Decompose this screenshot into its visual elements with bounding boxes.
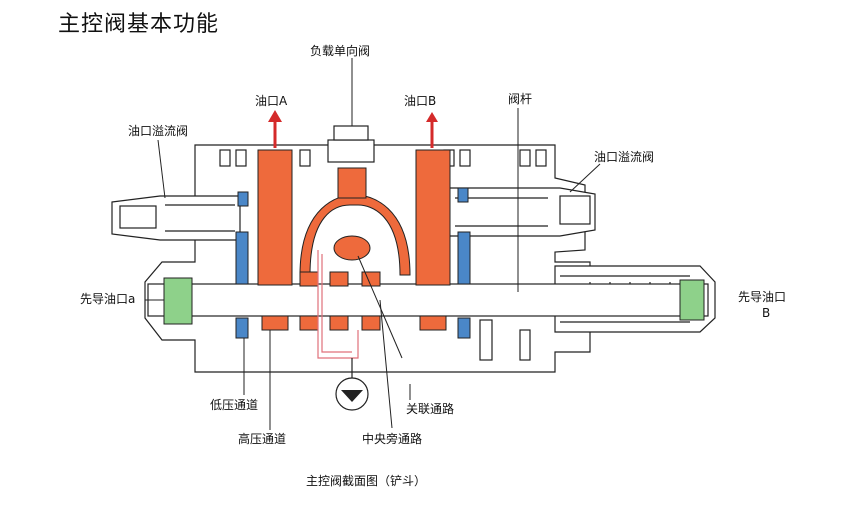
high-pressure-port-b <box>415 149 451 286</box>
label-center-bypass: 中央旁通路 <box>362 432 423 446</box>
label-pilot-b-line1: 先导油口 <box>738 290 787 304</box>
low-pressure-right <box>457 231 471 285</box>
relief-valve-left <box>111 195 241 241</box>
pilot-chamber-a <box>163 277 193 325</box>
label-relief-left: 油口溢流阀 <box>128 124 189 138</box>
load-check-valve <box>327 139 375 163</box>
high-pressure-bridge <box>299 194 411 276</box>
label-spool: 阀杆 <box>508 92 533 106</box>
relief-valve-right <box>447 187 596 237</box>
valve-body <box>144 144 591 373</box>
page-title: 主控阀基本功能 <box>58 12 220 37</box>
label-port-b: 油口B <box>404 94 437 108</box>
label-high-pressure: 高压通道 <box>238 432 287 446</box>
spool <box>147 283 709 317</box>
label-parallel: 关联通路 <box>406 402 455 416</box>
pilot-chamber-b <box>679 279 705 321</box>
label-pilot-a: 先导油口a <box>80 292 136 306</box>
high-pressure-port-a <box>257 149 293 286</box>
label-pilot-b-line2: B <box>762 306 771 320</box>
label-relief-right: 油口溢流阀 <box>594 150 655 164</box>
label-port-a: 油口A <box>255 94 288 108</box>
low-pressure-left <box>235 231 249 285</box>
diagram-caption: 主控阀截面图（铲斗） <box>306 474 427 488</box>
label-load-check-valve: 负载单向阀 <box>310 44 371 58</box>
label-low-pressure: 低压通道 <box>210 398 259 412</box>
